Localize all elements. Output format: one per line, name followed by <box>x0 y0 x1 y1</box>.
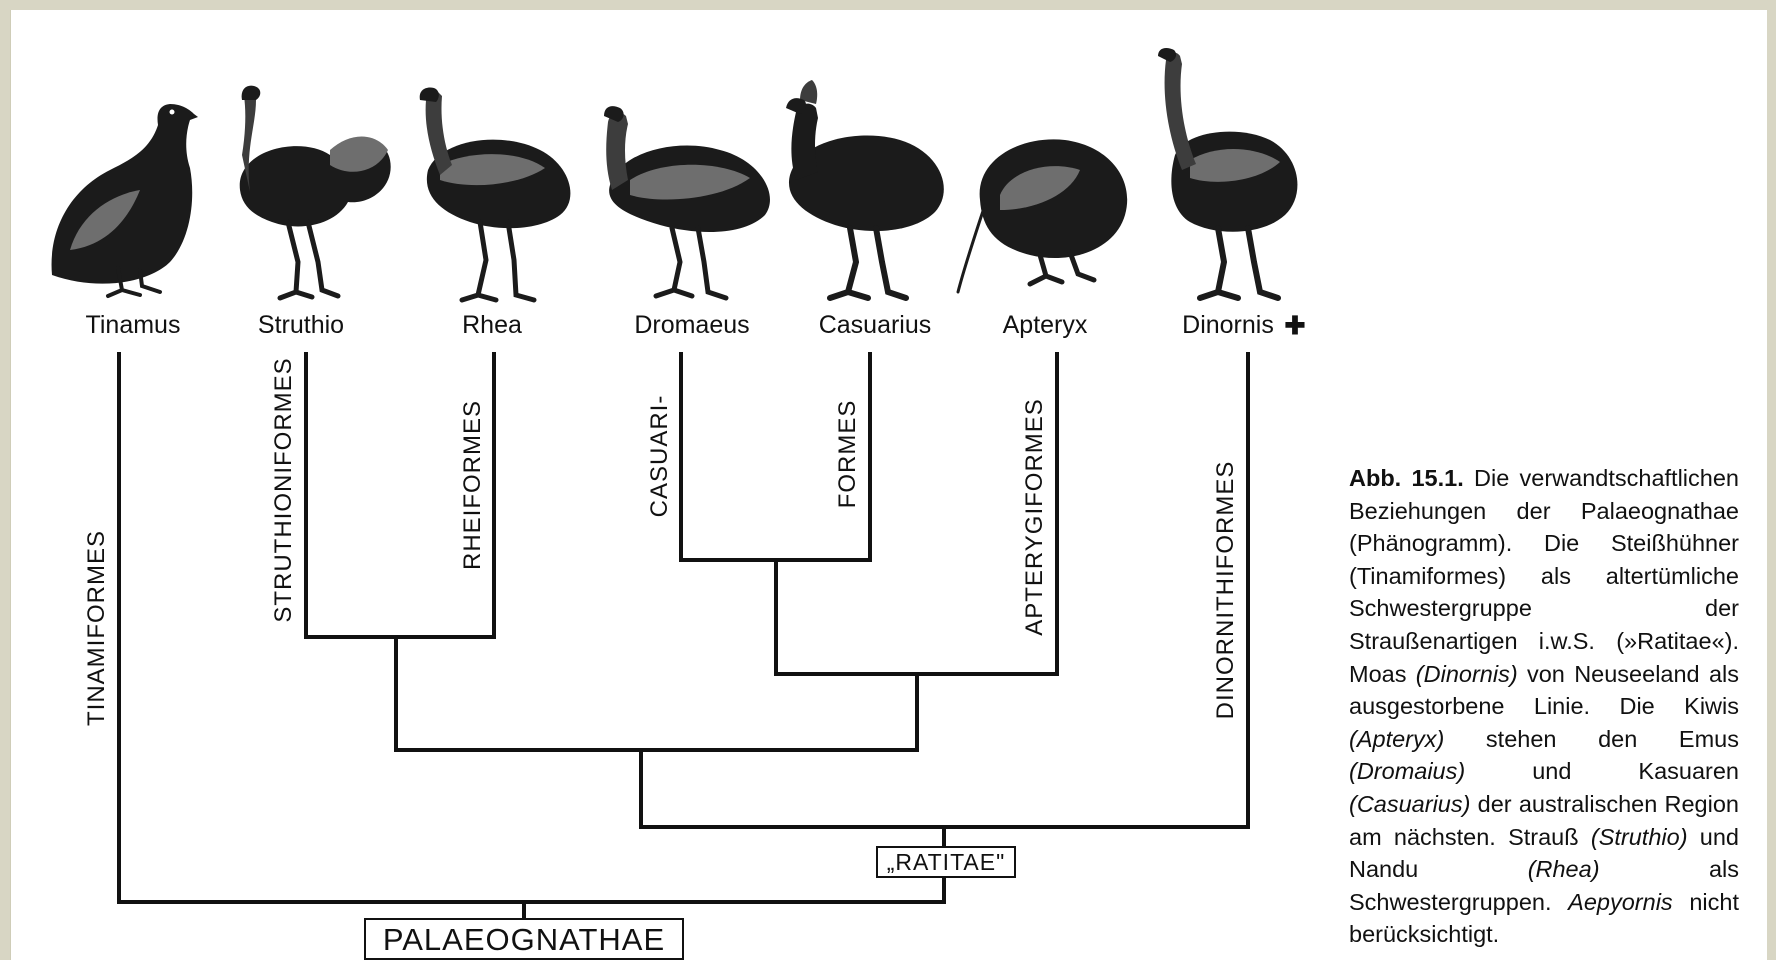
taxon-struthio: Struthio <box>258 311 344 339</box>
taxon-tinamus: Tinamus <box>86 311 181 339</box>
order-struthioniformes: STRUTHIONIFORMES <box>270 357 297 622</box>
dromaeus-illustration <box>604 106 770 298</box>
taxon-dromaeus: Dromaeus <box>634 311 749 339</box>
caption-italic-apteryx: (Apteryx) <box>1349 726 1444 752</box>
caption-italic-dromaius: (Dromaius) <box>1349 758 1465 784</box>
caption-italic-casuarius: (Casuarius) <box>1349 791 1470 817</box>
caption-text-3: stehen den Emus <box>1444 726 1739 752</box>
order-tinamiformes: TINAMIFORMES <box>83 530 110 726</box>
caption-text-1: Die verwandtschaftlichen Beziehungen der… <box>1349 465 1739 687</box>
order-rheiformes: RHEIFORMES <box>459 400 486 570</box>
order-apterygiformes: APTERYGIFORMES <box>1021 398 1048 636</box>
clade-ratitae: „RATITAE" <box>887 849 1006 875</box>
struthio-illustration <box>240 86 391 298</box>
casuarius-illustration <box>786 80 944 298</box>
order-casuariiformes-part1: CASUARI- <box>646 395 673 518</box>
caption-italic-dinornis: (Dinornis) <box>1416 661 1518 687</box>
apteryx-illustration <box>958 139 1127 292</box>
caption-italic-rhea: (Rhea) <box>1528 856 1600 882</box>
extinct-cross-icon: ✚ <box>1285 312 1306 340</box>
taxon-rhea: Rhea <box>462 311 522 339</box>
palaeognathae-label-box: PALAEOGNATHAE <box>365 919 683 959</box>
dinornis-illustration <box>1158 48 1297 298</box>
order-casuariiformes-part2: FORMES <box>834 400 861 509</box>
clade-palaeognathae: PALAEOGNATHAE <box>383 922 665 957</box>
taxon-casuarius: Casuarius <box>819 311 932 339</box>
caption-text-4: und Kasuaren <box>1465 758 1739 784</box>
taxon-dinornis: Dinornis <box>1182 311 1274 339</box>
taxon-apteryx: Apteryx <box>1003 311 1088 339</box>
rhea-illustration <box>420 88 571 301</box>
caption-italic-aepyornis: Aepyornis <box>1568 889 1673 915</box>
caption-label: Abb. 15.1. <box>1349 465 1464 491</box>
figure-caption: Abb. 15.1. Die verwandtschaftlichen Bezi… <box>1349 462 1739 951</box>
order-dinornithiformes: DINORNITHIFORMES <box>1212 461 1239 720</box>
tinamus-illustration <box>52 104 198 296</box>
ratitae-label-box: „RATITAE" <box>877 847 1015 877</box>
caption-italic-struthio: (Struthio) <box>1591 824 1688 850</box>
